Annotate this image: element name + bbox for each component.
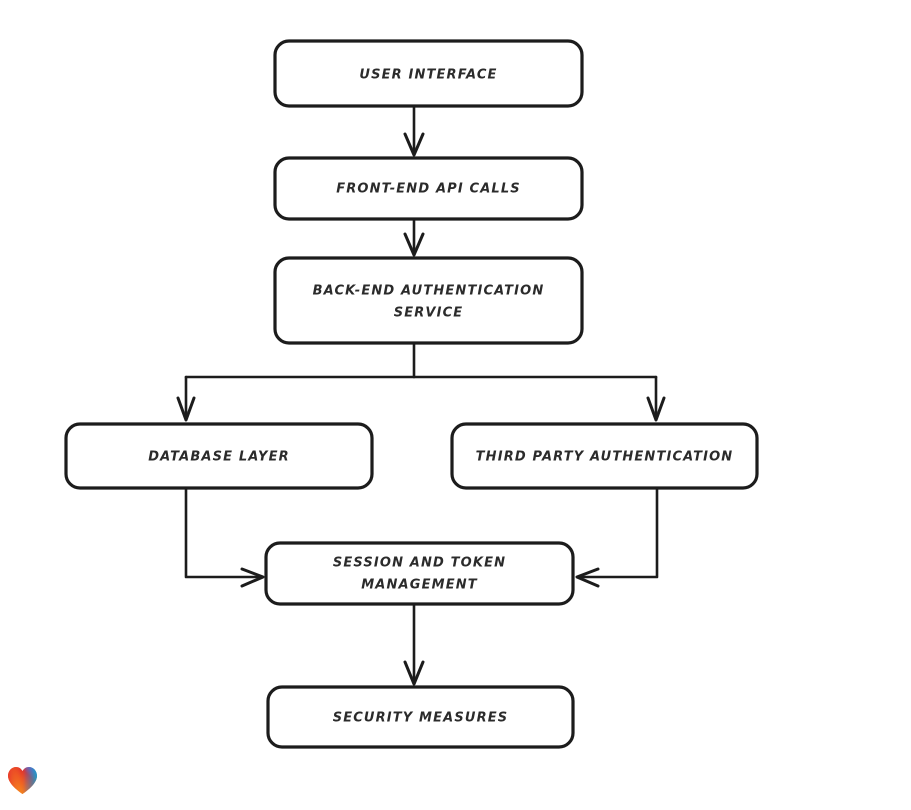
node-security-measures-shape[interactable] <box>266 685 575 749</box>
node-frontend-api-calls-shape[interactable] <box>273 156 584 221</box>
node-third-party-authentication-shape[interactable] <box>450 422 759 490</box>
node-third-party-authentication-label: THIRD PARTY AUTHENTICATION <box>476 450 734 465</box>
node-backend-authentication-service[interactable]: BACK-END AUTHENTICATION SERVICE <box>273 256 584 345</box>
node-third-party-authentication[interactable]: THIRD PARTY AUTHENTICATION <box>450 422 759 490</box>
edge-backend-to-database <box>176 375 196 422</box>
node-backend-authentication-service-shape[interactable] <box>273 256 584 345</box>
edge-database-to-session <box>184 486 265 588</box>
node-security-measures[interactable]: SECURITY MEASURES <box>266 685 575 749</box>
node-session-and-token-management-label-line2: MANAGEMENT <box>361 578 478 593</box>
node-backend-authentication-service-label-line1: BACK-END AUTHENTICATION <box>313 284 545 299</box>
heart-icon-overlay <box>8 766 37 795</box>
edge-session-to-security <box>403 602 425 686</box>
edge-frontend-to-backend <box>403 217 425 257</box>
node-session-and-token-management-shape[interactable] <box>264 541 575 606</box>
node-database-layer-shape[interactable] <box>64 422 374 490</box>
node-frontend-api-calls[interactable]: FRONT-END API CALLS <box>273 156 584 221</box>
edge-backend-branch-trunk <box>184 341 658 379</box>
edge-backend-to-thirdparty <box>646 375 666 422</box>
edge-thirdparty-to-session <box>575 486 659 588</box>
node-user-interface-label: USER INTERFACE <box>359 68 497 83</box>
edge-ui-to-frontend <box>403 104 425 157</box>
node-session-and-token-management-label-line1: SESSION AND TOKEN <box>333 556 506 571</box>
node-user-interface-shape[interactable] <box>273 39 584 108</box>
node-user-interface[interactable]: USER INTERFACE <box>273 39 584 108</box>
nodes-layer: USER INTERFACE FRONT-END API CALLS BACK-… <box>64 39 759 749</box>
heart-icon[interactable] <box>7 766 38 795</box>
node-security-measures-label: SECURITY MEASURES <box>333 711 509 726</box>
edges-layer <box>176 104 666 686</box>
node-backend-authentication-service-label-line2: SERVICE <box>394 306 464 321</box>
node-database-layer-label: DATABASE LAYER <box>148 450 290 465</box>
node-session-and-token-management[interactable]: SESSION AND TOKEN MANAGEMENT <box>264 541 575 606</box>
node-database-layer[interactable]: DATABASE LAYER <box>64 422 374 490</box>
node-frontend-api-calls-label: FRONT-END API CALLS <box>336 182 521 197</box>
